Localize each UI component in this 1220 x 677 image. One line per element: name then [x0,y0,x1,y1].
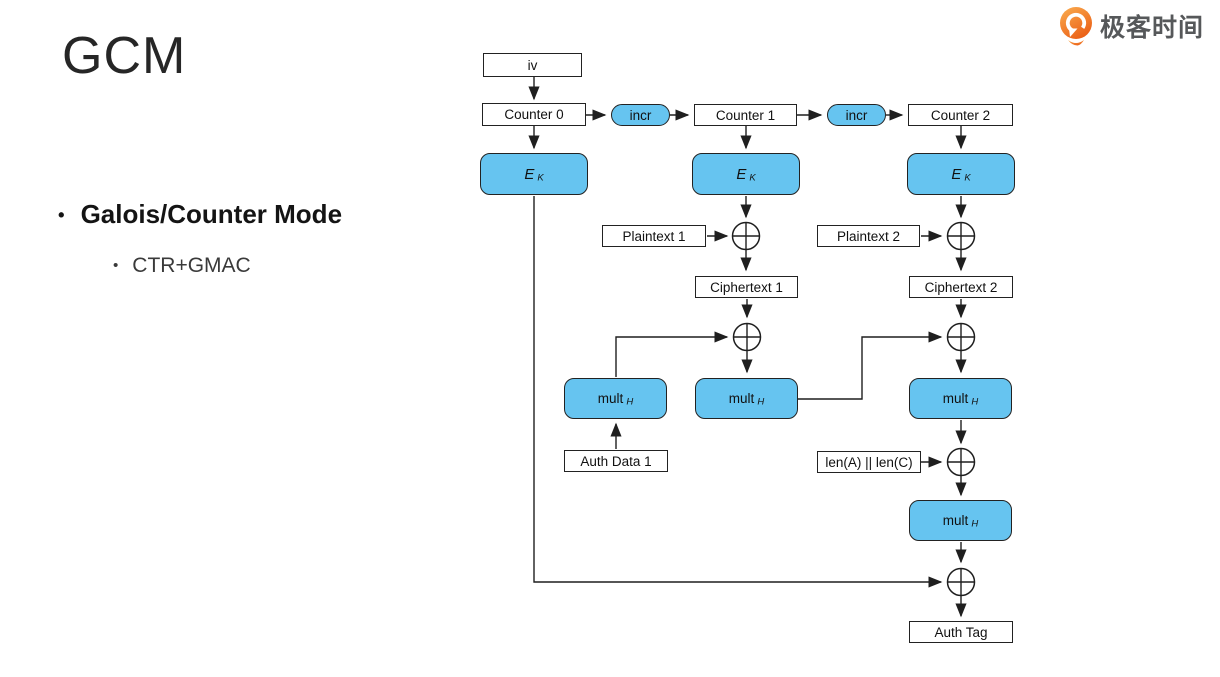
bullet-item-ctr-gmac: • CTR+GMAC [113,254,251,278]
node-label-subscript: K [964,172,971,183]
brand-logo: 极客时间 [1058,6,1204,46]
xor-node-3 [732,322,762,352]
node-authtag: Auth Tag [909,621,1013,643]
node-incr-1: incr [611,104,670,126]
bullet-icon: • [113,257,119,274]
bullet-item-galois-counter-mode: • Galois/Counter Mode [58,199,342,230]
node-label: incr [629,107,652,123]
node-label-subscript: K [537,172,544,183]
page-title: GCM [62,27,187,85]
node-label: E [951,165,962,183]
node-label: mult [597,391,624,406]
node-ciphertext1: Ciphertext 1 [695,276,798,298]
node-label-subscript: H [971,518,979,530]
node-label: Plaintext 1 [622,228,686,244]
node-label: Ciphertext 1 [710,279,783,295]
node-label: Counter 1 [715,107,776,123]
connector-mult1-xor3 [615,331,729,377]
node-incr-2: incr [827,104,886,126]
bullet-text: CTR+GMAC [132,254,251,277]
node-ek-3: E K [907,153,1015,195]
brand-name: 极客时间 [1099,14,1204,42]
node-label: E [736,165,747,183]
xor-node-2 [946,221,976,251]
node-authdata1: Auth Data 1 [564,450,668,472]
node-label: Plaintext 2 [836,228,901,244]
node-plaintext1: Plaintext 1 [602,225,706,247]
node-label-subscript: H [971,396,979,408]
node-label: incr [845,107,868,123]
node-mult-1: mult H [564,378,667,419]
node-label: Counter 0 [504,107,564,122]
node-label: len(A) || len(C) [825,454,913,470]
node-label-subscript: K [749,172,756,183]
node-label: Auth Tag [934,624,988,640]
connector-mult2-xor4 [798,331,943,400]
node-iv: iv [483,53,582,77]
node-len-concat: len(A) || len(C) [817,451,921,473]
node-mult-3: mult H [909,378,1012,419]
node-counter0: Counter 0 [482,103,586,126]
connectors [528,77,967,618]
bullet-icon: • [58,204,65,225]
node-counter2: Counter 2 [908,104,1013,126]
node-label: iv [527,57,538,73]
node-ek-1: E K [480,153,588,195]
node-ek-2: E K [692,153,800,195]
node-label: E [524,165,535,183]
xor-node-4 [946,322,976,352]
node-label-subscript: H [626,396,634,408]
node-label-subscript: H [757,396,765,408]
bullet-text: Galois/Counter Mode [80,199,343,229]
node-label: mult [728,391,755,406]
node-mult-4: mult H [909,500,1012,541]
xor-nodes [731,221,976,597]
node-mult-2: mult H [695,378,798,419]
node-ciphertext2: Ciphertext 2 [909,276,1013,298]
node-counter1: Counter 1 [694,104,797,126]
node-label: Counter 2 [930,107,991,123]
xor-node-5 [946,447,976,477]
node-label: mult [942,513,969,528]
node-label: mult [942,391,969,406]
node-label: Ciphertext 2 [924,279,998,295]
node-plaintext2: Plaintext 2 [817,225,920,247]
connector-ek1-xor6 [533,196,943,588]
node-label: Auth Data 1 [580,453,652,469]
xor-node-1 [731,221,761,251]
geektime-pin-icon [1059,7,1092,46]
xor-node-6 [946,567,976,597]
